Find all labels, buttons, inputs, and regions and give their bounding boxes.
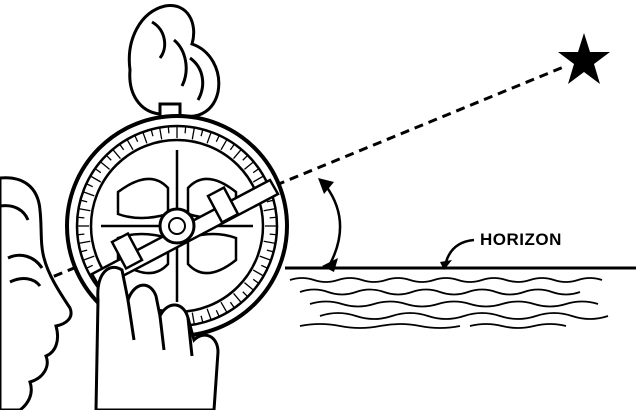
degree-tick [215,310,220,317]
degree-tick [220,301,228,313]
upper-hand [127,4,221,120]
sea-waves [289,277,609,329]
degree-tick [82,255,95,261]
degree-tick [99,161,111,170]
observer-face [0,176,73,410]
degree-tick [90,175,102,183]
degree-tick [77,233,85,236]
degree-tick [200,315,204,323]
degree-tick [243,282,255,291]
lower-hand [94,265,220,410]
horizon-pointer [444,238,475,263]
degree-tick [243,161,255,170]
degree-tick [206,308,212,321]
degree-tick [167,126,170,134]
degree-tick [94,168,102,174]
degree-tick [252,278,260,284]
degree-tick [126,139,134,151]
degree-tick [112,148,121,160]
degree-tick [229,301,235,309]
degree-tick [191,127,196,140]
degree-tick [233,292,242,304]
degree-tick [105,154,112,161]
degree-tick [184,126,187,134]
angle-arrow-bottom [322,258,338,272]
degree-tick [263,207,276,212]
degree-tick [252,168,260,174]
degree-tick [229,143,235,151]
angle-arrow-top [318,178,334,194]
degree-tick [259,255,272,261]
degree-tick [220,139,228,151]
degree-tick [252,175,264,183]
degree-tick [215,135,220,142]
degree-tick [233,148,242,160]
degree-tick [86,183,93,188]
star-icon [558,33,610,84]
degree-tick [263,240,276,245]
degree-tick [78,240,91,245]
degree-tick [142,131,148,144]
degree-tick [150,129,154,137]
degree-tick [191,312,196,325]
degree-tick [82,191,95,197]
degree-tick [261,264,268,269]
degree-tick [119,143,125,151]
degree-tick [200,129,204,137]
degree-tick [242,291,249,298]
degree-tick [78,207,91,212]
degree-tick [252,269,264,277]
degree-tick [266,249,274,253]
degree-tick [77,216,85,219]
degree-tick [80,249,88,253]
degree-tick [134,135,139,142]
degree-tick [269,233,277,236]
degree-tick [86,264,93,269]
degree-tick [80,199,88,203]
degree-tick [158,127,163,140]
horizon-pointer-arrowhead [440,260,452,270]
degree-tick [242,154,249,161]
degree-tick [266,199,274,203]
angle-arc [324,185,342,265]
degree-tick [206,131,212,144]
horizon-label: HORIZON [480,230,562,249]
degree-tick [269,216,277,219]
